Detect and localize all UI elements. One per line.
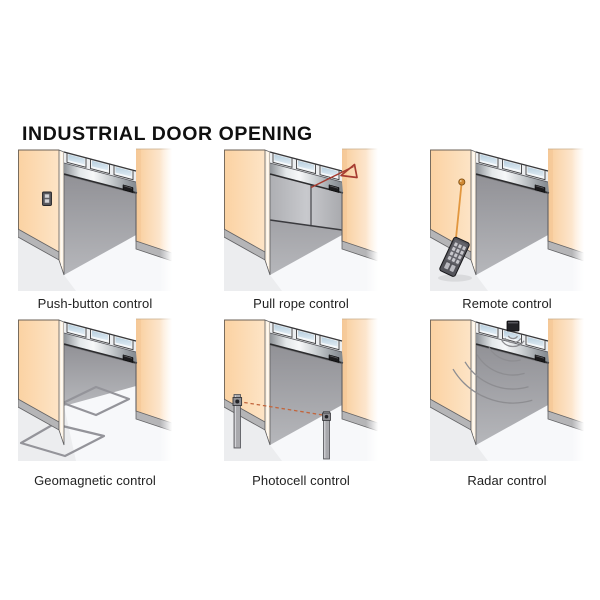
photocell-door-illustration: [224, 318, 378, 461]
remote-transmitter-icon: [438, 178, 472, 282]
figure-radar-control: Radar control: [430, 318, 584, 488]
figure-remote-control: Remote control: [430, 148, 584, 311]
figure-caption: Radar control: [467, 473, 547, 488]
remote-door-illustration: [430, 148, 584, 291]
remote-control-illustration: [430, 148, 584, 291]
figure-pull-rope-control: Pull rope control: [224, 148, 378, 311]
figure-photocell-control: Photocell control: [224, 318, 378, 488]
figure-caption: Pull rope control: [253, 296, 349, 311]
pull-rope-illustration: [224, 148, 378, 291]
pull-rope-door-illustration: [224, 148, 378, 291]
photocell-illustration: [224, 318, 378, 461]
figure-caption: Photocell control: [252, 473, 350, 488]
induction-loop-icon: [19, 385, 131, 458]
figure-caption: Geomagnetic control: [34, 473, 156, 488]
photocell-posts-icon: [232, 394, 331, 460]
figure-push-button-control: Push-button control: [18, 148, 172, 311]
figure-geomagnetic-control: Geomagnetic control: [18, 318, 172, 488]
figure-caption: Remote control: [462, 296, 552, 311]
radar-illustration: [430, 318, 584, 461]
geomagnetic-door-illustration: [18, 318, 172, 461]
radar-door-illustration: [430, 318, 584, 461]
radar-sensor-icon: [452, 320, 533, 404]
page-title: INDUSTRIAL DOOR OPENING: [22, 123, 313, 146]
pull-rope-icon: [310, 163, 358, 189]
push-button-illustration: [18, 148, 172, 291]
figure-caption: Push-button control: [37, 296, 153, 311]
push-button-panel-icon: [42, 191, 52, 206]
push-button-door-illustration: [18, 148, 172, 291]
geomagnetic-illustration: [18, 318, 172, 461]
